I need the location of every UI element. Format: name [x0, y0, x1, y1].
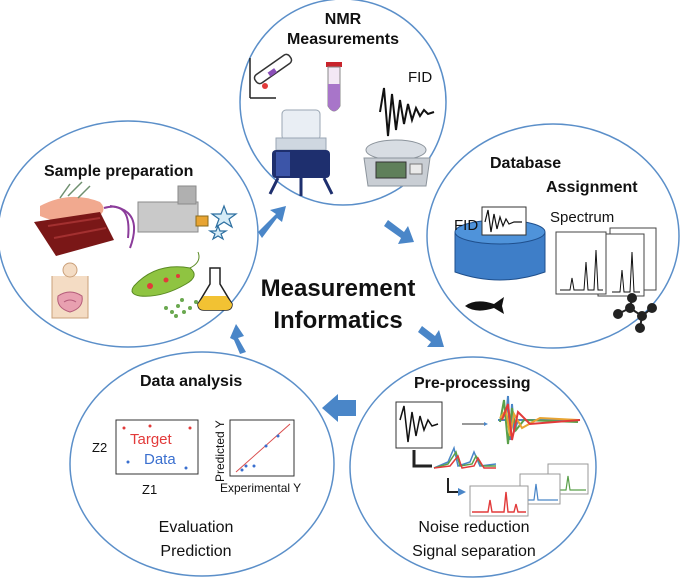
- scatter-target-label: Target: [130, 431, 173, 448]
- nmr-title-line2: Measurements: [287, 31, 399, 48]
- separated-spectra-icon: [469, 463, 589, 517]
- scatter-z2-label: Z2: [92, 440, 107, 455]
- arrow-analysis-to-sample: [230, 324, 246, 354]
- flow-arrows: [230, 206, 444, 422]
- database-title-line2: Assignment: [546, 179, 638, 196]
- scatter-plot-icon: [115, 419, 199, 475]
- arrow-nmr-to-database: [384, 220, 414, 244]
- sample-title: Sample preparation: [44, 163, 193, 180]
- analysis-line2: Prediction: [160, 543, 231, 560]
- regression-xlabel: Experimental Y: [220, 481, 301, 495]
- mixed-spectrum-icon: [412, 445, 497, 469]
- instrument-icon: [137, 185, 209, 233]
- nmr-console-icon: [363, 139, 431, 187]
- database-fid-label: FID: [454, 217, 478, 234]
- arrow-pre-to-analysis: [322, 394, 356, 422]
- center-title-line2: Informatics: [273, 307, 402, 334]
- overlay-spectrum-icon: [498, 395, 581, 445]
- molecule-icon: [613, 293, 657, 333]
- center-title-line1: Measurement: [261, 275, 416, 302]
- sample-tube-icon: [249, 53, 293, 99]
- arrow-sample-to-nmr: [258, 206, 286, 238]
- regression-plot-icon: [229, 419, 295, 477]
- database-spectrum-label: Spectrum: [550, 209, 614, 226]
- database-fid-box: [481, 206, 527, 236]
- analysis-title: Data analysis: [140, 373, 242, 390]
- flask-icon: [197, 267, 233, 311]
- body-organs-icon: [51, 262, 89, 319]
- fid-decay-icon: [379, 87, 435, 137]
- scatter-z1-label: Z1: [142, 482, 157, 497]
- spectrum-stack-icon: [555, 227, 657, 297]
- database-title-line1: Database: [490, 155, 561, 172]
- nmr-fid-label: FID: [408, 69, 432, 86]
- nmr-magnet-icon: [268, 109, 334, 196]
- preprocessing-line2: Signal separation: [412, 543, 536, 560]
- preprocessing-title: Pre-processing: [414, 375, 530, 392]
- fish-icon: [465, 297, 504, 314]
- nmr-title-line1: NMR: [325, 11, 362, 28]
- star-icon-small: [207, 224, 229, 241]
- bacteria-icon: [131, 251, 200, 297]
- star-icon: [210, 204, 238, 229]
- arrow-database-to-pre: [418, 326, 444, 347]
- preprocessing-line1: Noise reduction: [418, 519, 529, 536]
- analysis-line1: Evaluation: [159, 519, 234, 536]
- regression-ylabel: Predicted Y: [213, 420, 227, 482]
- analysis-circle: [69, 351, 335, 577]
- scatter-data-label: Data: [144, 451, 176, 468]
- pre-hook-arrow: [447, 478, 466, 496]
- test-tube-icon: [326, 62, 342, 112]
- meat-icon: [34, 181, 135, 256]
- fid-signal-icon: [395, 401, 443, 449]
- green-dots-icon: [164, 298, 198, 318]
